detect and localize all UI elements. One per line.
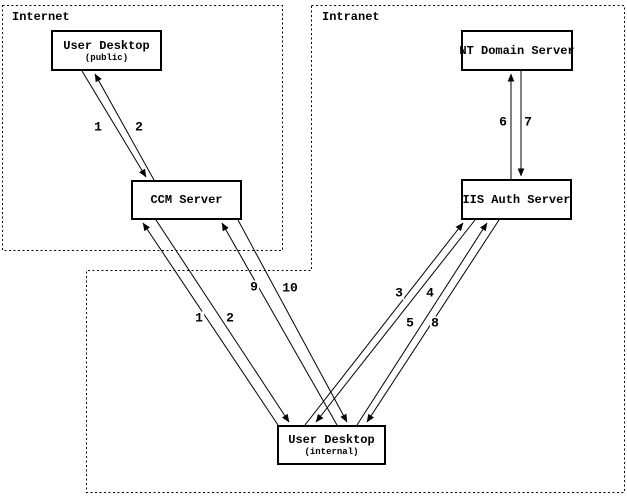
- arrow-ccm-to-public-desktop: [94, 73, 155, 181]
- edge-label-public-ccm-2: 2: [134, 119, 144, 135]
- intranet-zone-label: Intranet: [322, 10, 380, 24]
- edge-label-internal-iis-5: 5: [405, 315, 415, 331]
- edge-label-internal-ccm-2: 2: [225, 310, 235, 326]
- arrow-internal-desktop-to-ccm-b: [221, 222, 338, 426]
- node-iis-auth-server: IIS Auth Server: [461, 179, 572, 220]
- arrow-public-desktop-to-ccm: [81, 70, 147, 178]
- node-user-desktop-public: User Desktop (public): [51, 30, 162, 71]
- arrow-ccm-to-internal-desktop-a: [155, 219, 290, 423]
- edge-label-public-ccm-1: 1: [93, 119, 103, 135]
- edge-label-internal-iis-4: 4: [425, 285, 435, 301]
- edge-label-internal-ccm-10: 10: [281, 280, 299, 296]
- arrow-internal-desktop-to-iis-b: [356, 222, 488, 426]
- node-subtitle: (internal): [304, 447, 359, 457]
- node-title: IIS Auth Server: [462, 192, 571, 207]
- intranet-zone-outline: [86, 5, 625, 493]
- node-title: NT Domain Server: [459, 43, 575, 58]
- edge-label-iis-nt-6: 6: [498, 114, 508, 130]
- edge-label-internal-ccm-1: 1: [194, 310, 204, 326]
- internet-zone-outline: [2, 5, 283, 251]
- edge-label-internal-iis-8: 8: [430, 315, 440, 331]
- edge-label-internal-ccm-9: 9: [249, 279, 259, 295]
- edge-label-internal-iis-3: 3: [394, 285, 404, 301]
- node-title: User Desktop: [63, 38, 150, 53]
- arrow-internal-desktop-to-iis-a: [304, 222, 464, 426]
- arrow-ccm-to-internal-desktop-b: [237, 219, 348, 423]
- node-subtitle: (public): [84, 52, 129, 63]
- edge-label-iis-nt-7: 7: [523, 114, 533, 130]
- arrow-internal-desktop-to-ccm-a: [142, 222, 279, 426]
- node-title: User Desktop: [288, 433, 375, 447]
- node-user-desktop-internal: User Desktop (internal): [277, 425, 386, 465]
- node-nt-domain-server: NT Domain Server: [459, 30, 575, 71]
- node-title: CCM Server: [150, 193, 223, 207]
- internet-zone-label: Internet: [12, 10, 70, 24]
- node-ccm-server: CCM Server: [131, 180, 242, 220]
- arrow-iis-to-internal-desktop-a: [315, 219, 476, 423]
